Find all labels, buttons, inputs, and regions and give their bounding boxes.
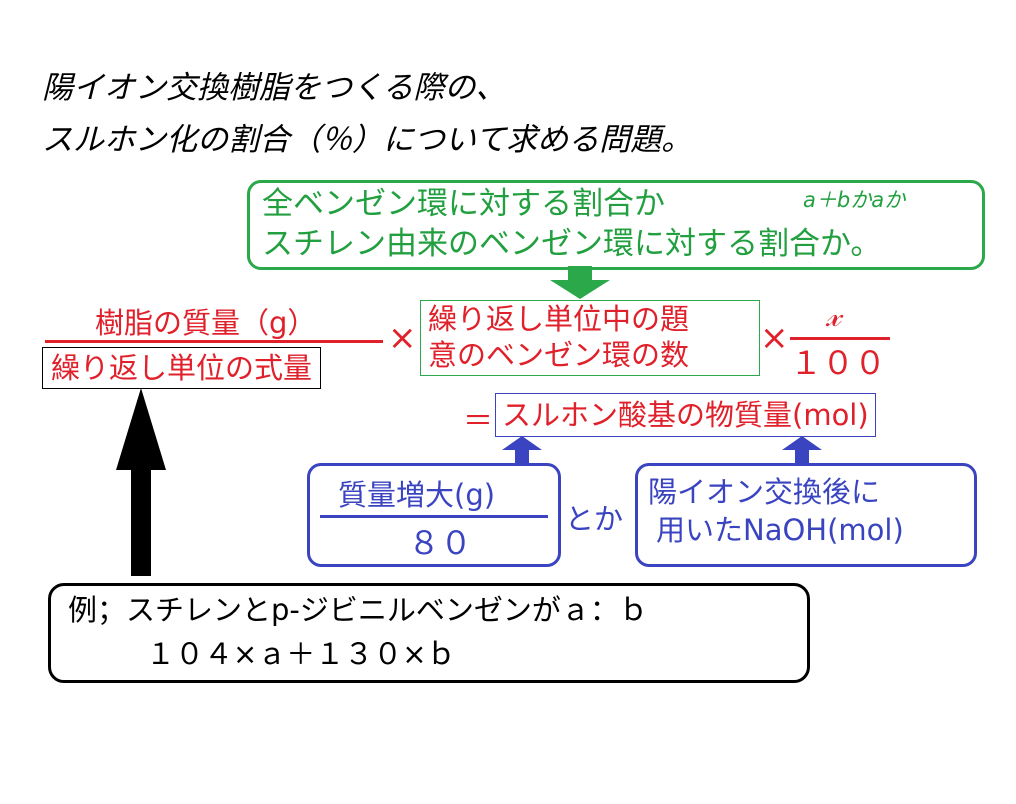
times-sign-2: × [760, 318, 789, 358]
mass-increase-box [307, 463, 561, 567]
times-sign: × [388, 318, 417, 358]
x-denominator: １００ [790, 344, 887, 382]
title-line1: 陽イオン交換樹脂をつくる際の、 [42, 70, 507, 106]
x-fraction-line [790, 337, 890, 340]
fraction-line [45, 340, 383, 343]
mass-increase-numerator: 質量増大(g) [338, 478, 496, 512]
x-numerator: 𝓍 [826, 296, 842, 334]
naoh-box [635, 463, 977, 567]
numerator: 樹脂の質量（g） [95, 306, 317, 340]
denominator-box: 繰り返し単位の式量 [42, 347, 322, 389]
green-down-arrow-icon [550, 266, 610, 299]
middle-line1: 繰り返し単位中の題 [428, 302, 690, 336]
equals-sign: ＝ [463, 404, 493, 439]
blue-fraction-line [320, 515, 548, 518]
middle-line2: 意のベンゼン環の数 [428, 338, 690, 372]
title-line2: スルホン化の割合（％）について求める問題。 [42, 122, 693, 158]
naoh-line2: 用いたNaOH(mol) [656, 513, 904, 547]
result-box: スルホン酸基の物質量(mol) [495, 393, 876, 437]
green-note-box [247, 180, 985, 270]
example-line2: １０４×ａ＋１３０×ｂ [146, 637, 456, 671]
black-up-arrow-icon [116, 388, 166, 576]
example-line1: 例；スチレンとp-ジビニルベンゼンがａ：ｂ [68, 593, 648, 627]
mass-increase-denominator: ８０ [408, 524, 473, 562]
green-note-line1: 全ベンゼン環に対する割合か [262, 186, 665, 222]
example-box [48, 583, 810, 683]
middle-box [420, 300, 760, 376]
green-note-line2: スチレン由来のベンゼン環に対する割合か。 [262, 226, 882, 262]
connector-text: とか [565, 502, 624, 536]
blue-up-arrow-icon [502, 436, 542, 466]
naoh-line1: 陽イオン交換後に [648, 475, 881, 509]
blue-up-arrow-icon [782, 436, 822, 466]
green-note-aside: a＋bかaか [803, 188, 906, 212]
